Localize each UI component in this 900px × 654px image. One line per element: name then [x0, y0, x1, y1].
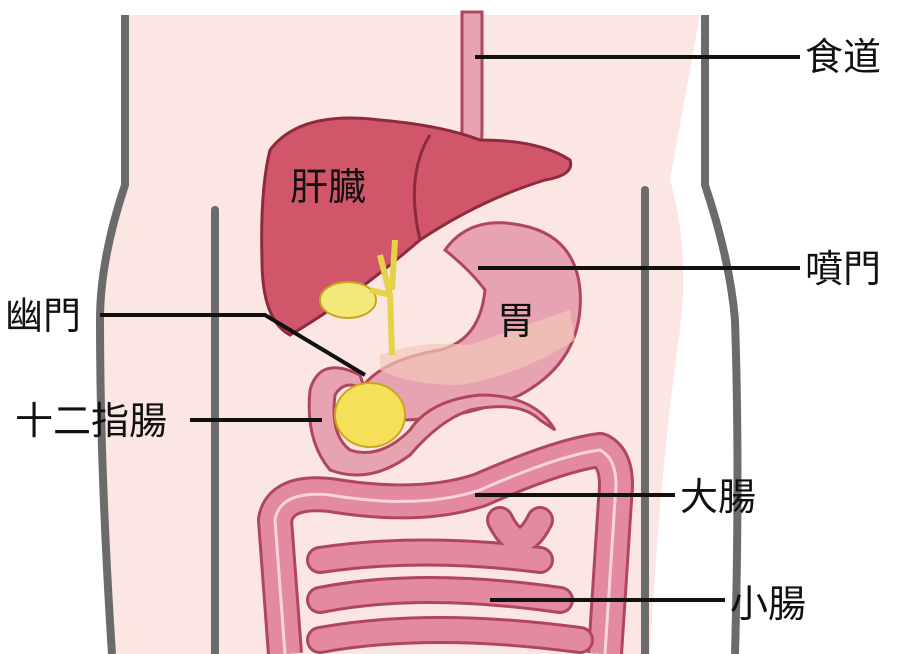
gallbladder [319, 281, 377, 319]
duodenum [307, 366, 557, 477]
bile-duct [369, 239, 398, 356]
torso-outline-right [701, 15, 742, 654]
label-stomach: 胃 [497, 299, 536, 343]
small-intestine [306, 506, 594, 654]
label-large-intestine: 大腸 [680, 475, 757, 519]
leader-lines [100, 55, 800, 602]
label-pylorus: 幽門 [5, 294, 82, 338]
pancreas-body [380, 310, 575, 385]
pancreas [334, 382, 406, 448]
label-cardia: 噴門 [805, 247, 882, 291]
label-small-intestine: 小腸 [730, 582, 807, 626]
label-esophagus: 食道 [805, 35, 882, 79]
label-duodenum: 十二指腸 [15, 399, 168, 443]
torso-outline-left [95, 15, 129, 654]
label-liver: 肝臓 [290, 165, 367, 209]
